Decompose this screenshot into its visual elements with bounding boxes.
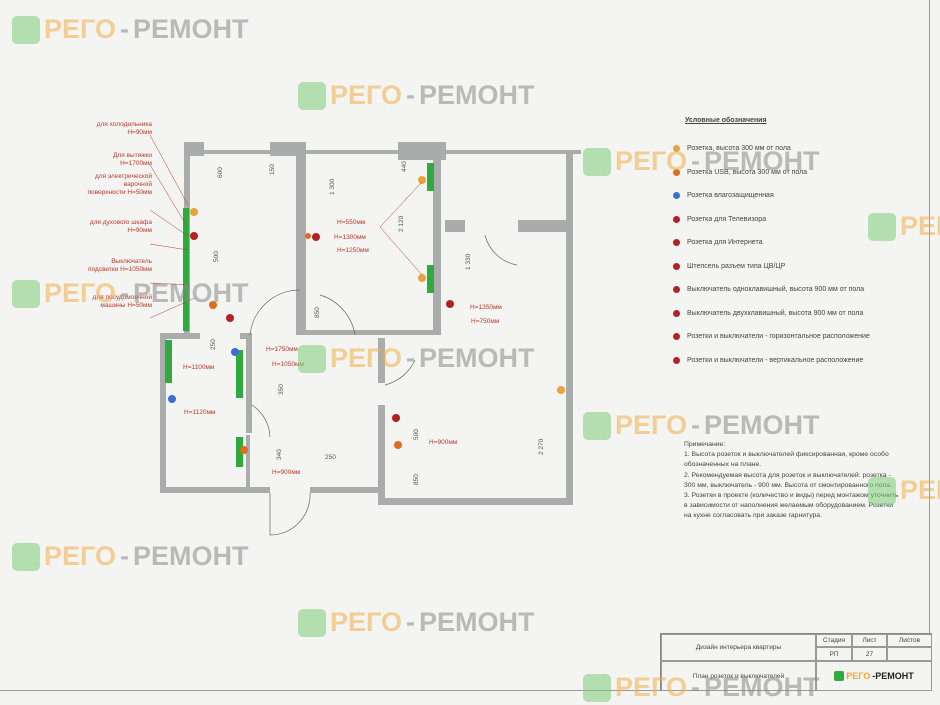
dimension: 150 — [269, 164, 276, 175]
plan-labels: H=550мм H=1300мм H=1250мм H=1350мм H=750… — [183, 219, 502, 476]
legend-symbol-icon — [665, 192, 687, 200]
callout-name: для холодильника — [97, 121, 153, 128]
legend-label: Выключатель двухклавишный, высота 900 мм… — [687, 309, 864, 317]
walls — [160, 142, 581, 505]
callout-height: H=1050мм — [120, 266, 152, 273]
legend-item: Розетки и выключатели - горизонтальное р… — [665, 325, 905, 349]
notes-title: Примечание: — [684, 441, 726, 448]
dimension: 850 — [413, 474, 420, 485]
legend-label: Розетки и выключатели - вертикальное рас… — [687, 356, 864, 364]
legend-label: Розетка USB, высота 300 мм от пола — [687, 168, 808, 176]
legend-item: Розетка влагозащищенная — [665, 184, 905, 208]
legend-title: Условные обозначения — [685, 117, 767, 124]
doors — [249, 234, 518, 536]
height-label: H=1120мм — [184, 409, 216, 416]
callout-name: Для вытяжки — [113, 152, 152, 159]
drawing-frame — [0, 0, 930, 691]
dimension: 600 — [217, 167, 224, 178]
dimensions: 600 150 1 300 440 2 120 1 330 850 350 25… — [210, 161, 545, 485]
sockets — [168, 176, 565, 454]
callout-height: H=50мм — [127, 189, 152, 196]
dimension: 350 — [278, 384, 285, 395]
legend-symbol-icon — [665, 168, 687, 176]
legend-label: Выключатель одноклавишный, высота 900 мм… — [687, 286, 865, 294]
legend-item: Розетки и выключатели - вертикальное рас… — [665, 349, 905, 373]
height-label: H=1300мм — [334, 234, 366, 241]
height-label: H=900мм — [429, 439, 458, 446]
legend-label: Розетка, высота 300 мм от пола — [687, 145, 791, 153]
callout-name: для электрической варочной поверхности — [87, 173, 152, 196]
legend-symbol-icon — [665, 286, 687, 294]
legend-symbol-icon — [665, 145, 687, 153]
height-label: H=1750мм — [266, 346, 298, 353]
height-label: H=1100мм — [183, 364, 215, 371]
legend-item: Розетка для Телевизора — [665, 208, 905, 232]
logo-part-b: -РЕМОНТ — [872, 671, 914, 681]
sheet-label: Лист — [852, 634, 887, 647]
legend-item: Выключатель одноклавишный, высота 900 мм… — [665, 278, 905, 302]
sheet-title: План розеток и выключателей — [661, 661, 816, 691]
legend-label: Розетки и выключатели - горизонтальное р… — [687, 333, 870, 341]
legend-label: Розетка для Телевизора — [687, 215, 767, 223]
dimension: 250 — [210, 339, 217, 350]
title-block: Дизайн интерьера квартиры План розеток и… — [660, 633, 932, 691]
sheets-label: Листов — [887, 634, 932, 647]
dimension: 340 — [276, 449, 283, 460]
legend-item: Розетка, высота 300 мм от пола — [665, 137, 905, 161]
height-label: H=1350мм — [470, 304, 502, 311]
project-name: Дизайн интерьера квартиры — [661, 634, 816, 661]
height-label: H=1250мм — [337, 247, 369, 254]
stage-value: РП — [816, 647, 852, 661]
dimension: 1 330 — [465, 253, 472, 270]
callout-height: H=90мм — [127, 227, 152, 234]
legend-symbol-icon — [665, 215, 687, 223]
note-3: 3. Розетки в проекте (количество и виды)… — [684, 492, 899, 520]
furniture-walls — [165, 163, 434, 467]
legend-item: Выключатель двухклавишный, высота 900 мм… — [665, 302, 905, 326]
legend-item: Штепсель разъем типа ЦВ/ЦР — [665, 255, 905, 279]
callout-height: H=90мм — [127, 129, 152, 136]
logo-icon — [834, 671, 845, 681]
legend-item: Розетка для Интернета — [665, 231, 905, 255]
company-logo: РЕГО-РЕМОНТ — [816, 661, 932, 691]
legend-symbol-icon — [665, 239, 687, 247]
legend-label: Розетка влагозащищенная — [687, 192, 774, 200]
legend-symbol-icon — [665, 309, 687, 317]
sheet-value: 27 — [852, 647, 887, 661]
dimension: 2 120 — [398, 215, 405, 232]
legend-label: Штепсель разъем типа ЦВ/ЦР — [687, 262, 786, 270]
sheets-value — [887, 647, 932, 661]
legend-symbol-icon — [665, 356, 687, 364]
callout-height: H=1700мм — [120, 160, 152, 167]
dimension: 850 — [314, 307, 321, 318]
callout-height: H=50мм — [127, 302, 152, 309]
note-2: 2. Рекомендуемая высота для розеток и вы… — [684, 471, 892, 489]
dimension: 500 — [213, 251, 220, 262]
dimension: 2 270 — [538, 438, 545, 455]
logo-part-a: РЕГО — [846, 671, 871, 681]
stage-label: Стадия — [816, 634, 852, 647]
notes: Примечание: 1. Высота розеток и выключат… — [684, 440, 899, 522]
callout-name: для посудомоечной машины — [92, 294, 152, 309]
dimension: 1 300 — [329, 178, 336, 195]
dimension: 250 — [325, 454, 336, 461]
height-label: H=550мм — [337, 219, 366, 226]
legend-item: Розетка USB, высота 300 мм от пола — [665, 161, 905, 185]
callout-name: Выключатель подсветки — [88, 258, 152, 273]
dimension: 500 — [413, 429, 420, 440]
height-label: H=1050мм — [272, 361, 304, 368]
legend-label: Розетка для Интернета — [687, 239, 763, 247]
dimension: 440 — [401, 161, 408, 172]
legend-symbol-icon — [665, 262, 687, 270]
note-1: 1. Высота розеток и выключателей фиксиро… — [684, 451, 889, 469]
leader-lines — [149, 134, 423, 319]
height-label: H=900мм — [272, 469, 301, 476]
callout-name: для духового шкафа — [89, 219, 152, 226]
legend: Условные обозначения Розетка, высота 300… — [665, 117, 905, 372]
height-label: H=750мм — [471, 318, 500, 325]
legend-symbol-icon — [665, 333, 687, 341]
